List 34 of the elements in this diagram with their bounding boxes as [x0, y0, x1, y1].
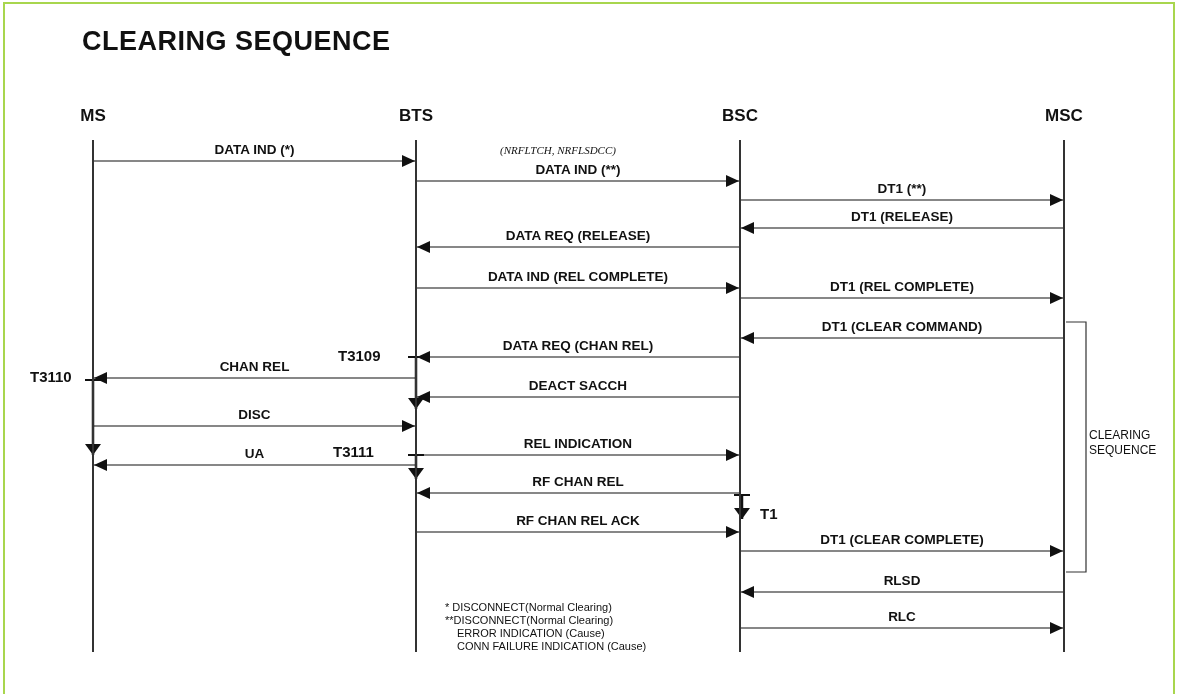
- lifeline-label: BTS: [399, 106, 433, 126]
- edge-label: DT1 (RELEASE): [848, 209, 956, 225]
- message-arrow: [740, 586, 1064, 598]
- diagram-title: CLEARING SEQUENCE: [82, 26, 391, 57]
- footnote: * DISCONNECT(Normal Clearing): [445, 601, 612, 613]
- message-arrow: [740, 222, 1064, 234]
- message-arrow: [93, 372, 416, 384]
- parameter-note: (NRFLTCH, NRFLSDCC): [500, 144, 616, 156]
- footnote: ERROR INDICATION (Cause): [457, 627, 605, 639]
- message-arrow: [740, 332, 1064, 344]
- lifeline-label: MS: [80, 106, 106, 126]
- message-arrow: [416, 391, 740, 403]
- message-arrow: [93, 155, 416, 167]
- message-arrow: [416, 282, 740, 294]
- lifeline-label: MSC: [1045, 106, 1083, 126]
- message-arrow: [416, 175, 740, 187]
- message-arrow: [416, 526, 740, 538]
- message-arrow: [740, 622, 1064, 634]
- message-arrow: [740, 545, 1064, 557]
- message-arrow: [93, 420, 416, 432]
- footnote: **DISCONNECT(Normal Clearing): [445, 614, 614, 626]
- message-arrow: [416, 487, 740, 499]
- bracket-label: CLEARING SEQUENCE: [1089, 428, 1158, 458]
- message-arrow: [93, 459, 416, 471]
- timer-label: T3110: [30, 368, 72, 385]
- timer-label: T1: [760, 505, 778, 522]
- message-arrow: [740, 194, 1064, 206]
- edge-label: DT1 (REL COMPLETE): [827, 279, 977, 295]
- message-arrow: [416, 241, 740, 253]
- footnote: CONN FAILURE INDICATION (Cause): [457, 640, 647, 652]
- lifeline-label: BSC: [722, 106, 758, 126]
- timer-label: T3111: [333, 443, 374, 460]
- message-arrow: [740, 292, 1064, 304]
- timer-label: T3109: [338, 347, 381, 364]
